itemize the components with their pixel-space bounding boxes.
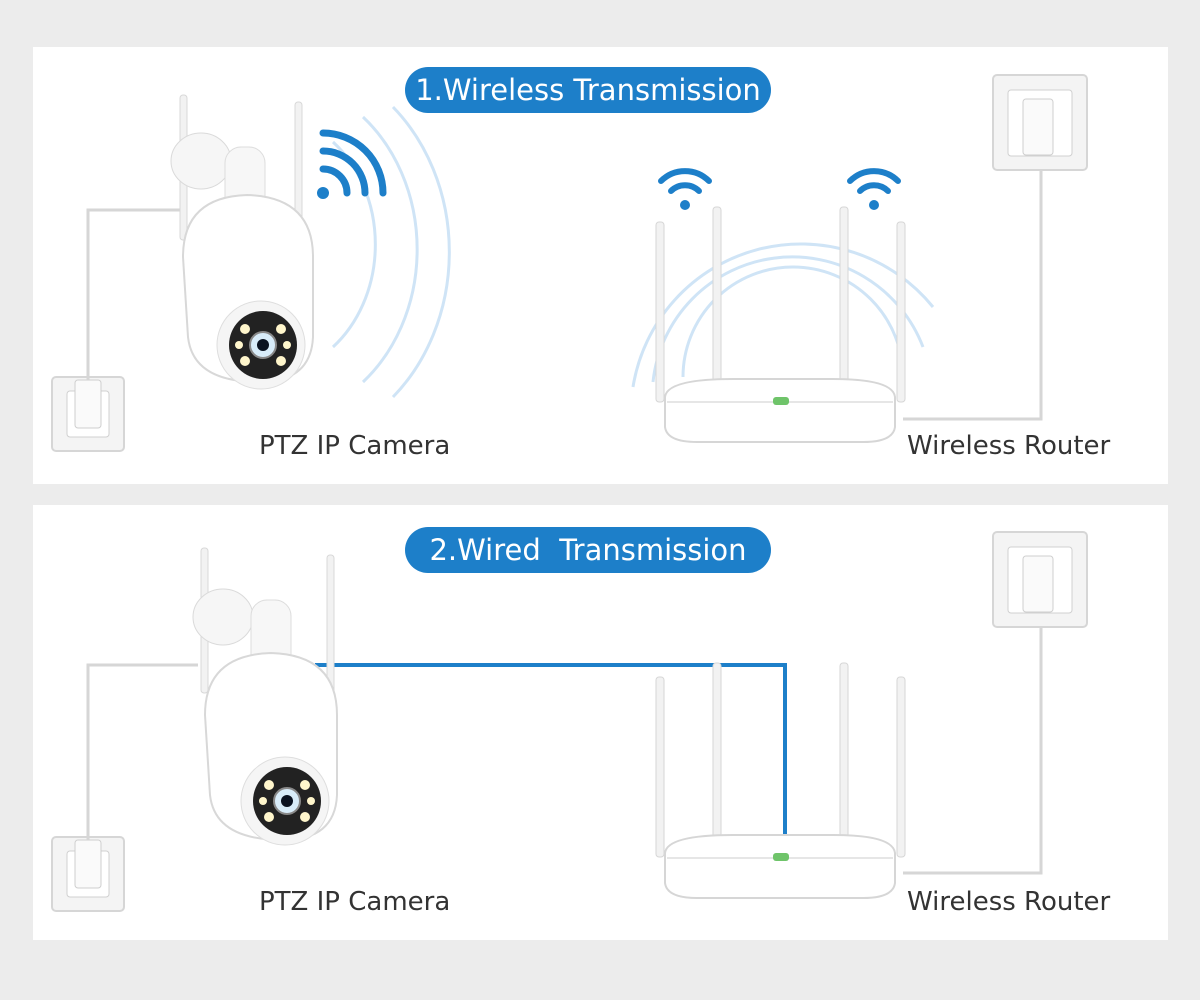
wifi-icon [658, 168, 712, 210]
camera-label: PTZ IP Camera [259, 887, 451, 917]
wifi-icon [317, 129, 387, 199]
wired-transmission-panel: 2.Wired Transmission PTZ IP Camera Wirel… [33, 505, 1168, 940]
power-outlet-icon [51, 836, 125, 912]
wireless-diagram [51, 74, 1088, 452]
router-label: Wireless Router [907, 887, 1111, 917]
camera-label: PTZ IP Camera [259, 431, 451, 461]
power-outlet-icon [992, 74, 1088, 171]
ptz-camera-icon [170, 94, 314, 390]
router-icon [655, 662, 906, 899]
wifi-icon [847, 168, 901, 210]
ptz-camera-icon [192, 547, 338, 846]
power-cable [86, 663, 198, 840]
signal-waves [331, 105, 935, 399]
router-label: Wireless Router [907, 431, 1111, 461]
router-icon [655, 206, 906, 443]
power-cable [86, 208, 183, 380]
power-outlet-icon [992, 531, 1088, 628]
power-outlet-icon [51, 376, 125, 452]
ethernet-cable-icon [315, 663, 787, 850]
wired-diagram [51, 531, 1088, 912]
wireless-transmission-panel: 1.Wireless Transmission PTZ IP Camera Wi… [33, 47, 1168, 484]
power-cable [903, 170, 1043, 421]
power-cable [903, 627, 1043, 875]
section-title: 2.Wired Transmission [405, 527, 771, 573]
section-title: 1.Wireless Transmission [405, 67, 771, 113]
